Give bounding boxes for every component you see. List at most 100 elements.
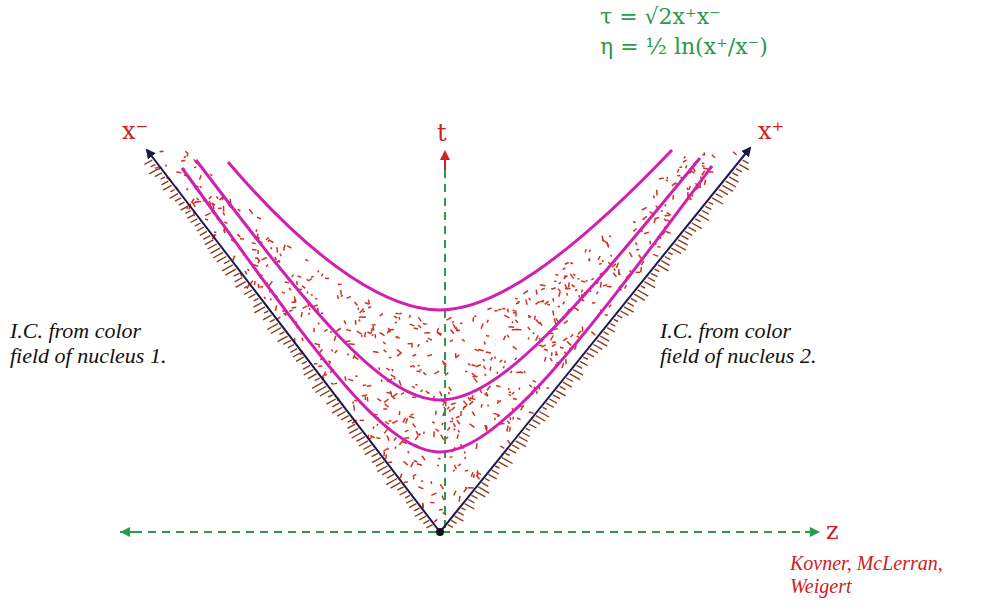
matter-dot <box>315 344 320 345</box>
matter-dot <box>352 401 354 403</box>
matter-dot <box>656 190 658 196</box>
matter-dot <box>578 278 580 280</box>
hatch-stroke <box>475 491 485 497</box>
matter-dot <box>565 359 567 364</box>
matter-dot <box>210 174 212 176</box>
hatch-stroke <box>675 244 686 250</box>
matter-dot <box>394 378 396 380</box>
matter-dot <box>450 456 453 458</box>
hatch-stroke <box>149 169 159 174</box>
matter-dot <box>376 424 378 426</box>
matter-dot <box>452 321 454 322</box>
matter-dot <box>394 447 396 449</box>
matter-dot <box>541 345 545 347</box>
matter-dot <box>449 387 452 391</box>
matter-dot <box>392 421 397 424</box>
matter-dot <box>305 260 308 261</box>
matter-dot <box>371 328 372 333</box>
matter-dot <box>563 268 566 270</box>
matter-dot <box>353 355 355 359</box>
matter-dot <box>449 409 451 412</box>
matter-dot <box>257 250 259 254</box>
matter-dot <box>528 337 530 339</box>
matter-dot <box>289 288 291 290</box>
matter-dot <box>672 195 674 199</box>
matter-dot <box>399 440 403 445</box>
axis-label: x⁻ <box>122 118 162 146</box>
hatch-stroke <box>573 370 583 376</box>
matter-dot <box>454 423 456 427</box>
hatch-stroke <box>267 324 278 330</box>
hatch-stroke <box>678 240 688 245</box>
matter-dot <box>328 361 331 363</box>
matter-dot <box>389 420 392 422</box>
matter-dot <box>564 321 568 324</box>
matter-dot <box>494 310 497 312</box>
matter-dot <box>494 356 496 358</box>
hatch-stroke <box>448 525 453 528</box>
matter-dot <box>657 246 660 248</box>
matter-dot <box>405 430 409 432</box>
matter-dot <box>255 257 258 259</box>
matter-dot <box>409 416 414 418</box>
z-axis-head <box>805 531 818 533</box>
matter-dot <box>254 281 256 285</box>
matter-dot <box>588 259 590 261</box>
matter-dot <box>205 213 211 216</box>
matter-dot <box>282 292 285 294</box>
matter-dot <box>450 340 453 342</box>
hatch-stroke <box>695 219 700 222</box>
matter-dot <box>389 357 392 359</box>
matter-dot <box>551 288 556 290</box>
matter-dot <box>258 284 260 288</box>
matter-dot <box>302 338 303 341</box>
hatch-stroke <box>546 403 554 407</box>
matter-dot <box>432 422 435 424</box>
matter-dot <box>563 338 567 341</box>
matter-dot <box>313 328 315 332</box>
matter-dot <box>319 346 320 348</box>
matter-dot <box>677 175 680 177</box>
matter-dot <box>325 278 329 280</box>
matter-dot <box>422 456 425 461</box>
matter-dot <box>517 301 520 303</box>
hatch-stroke <box>315 378 320 381</box>
matter-dot <box>529 298 531 300</box>
matter-dot <box>321 274 323 276</box>
matter-dot <box>507 426 508 432</box>
matter-dot <box>471 472 473 477</box>
matter-dot <box>426 391 429 394</box>
matter-dot <box>454 465 456 470</box>
matter-dot <box>212 203 216 205</box>
matter-dot <box>672 183 675 186</box>
hatch-stroke <box>409 504 416 508</box>
t-axis-head <box>444 152 446 170</box>
matter-dot <box>486 335 489 337</box>
matter-dot <box>209 196 212 199</box>
matter-dot <box>311 294 313 296</box>
hatch-stroke <box>161 177 165 179</box>
matter-dot <box>256 229 258 232</box>
matter-dot <box>447 317 452 320</box>
matter-dot <box>308 313 310 315</box>
hatch-stroke <box>200 231 207 235</box>
matter-dot <box>270 247 272 249</box>
matter-dot <box>377 399 381 402</box>
matter-dot <box>597 292 599 295</box>
matter-dot <box>373 351 379 353</box>
matter-dot <box>625 285 627 288</box>
matter-dot <box>474 315 476 317</box>
hatch-stroke <box>326 399 336 404</box>
matter-dot <box>374 334 376 338</box>
matter-dot <box>586 280 588 282</box>
matter-dot <box>296 281 298 285</box>
matter-dot <box>338 329 341 331</box>
hyperbola-curve <box>228 150 672 310</box>
matter-dot <box>383 452 385 456</box>
hatch-stroke <box>377 466 387 472</box>
matter-dot <box>508 388 510 390</box>
hatch-stroke <box>423 520 429 523</box>
matter-dot <box>504 315 509 318</box>
hatch-stroke <box>478 487 489 493</box>
matter-dot <box>563 302 565 305</box>
